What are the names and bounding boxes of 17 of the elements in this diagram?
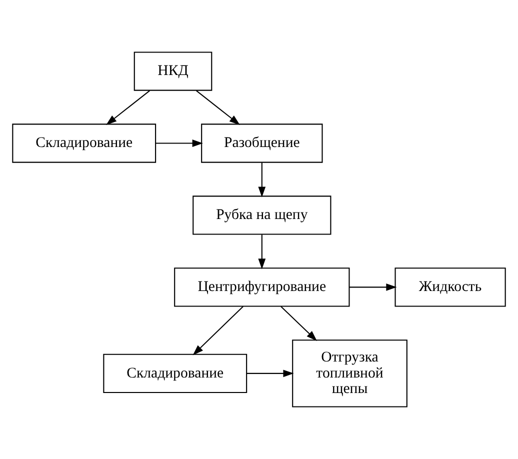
arrow [246, 370, 294, 378]
arrow [196, 90, 240, 125]
arrow [258, 234, 266, 270]
arrow [192, 306, 244, 356]
node-box: Складирование [103, 354, 248, 393]
arrow [156, 140, 203, 147]
node-box: Жидкость [394, 268, 506, 307]
node-box: НКД [134, 52, 212, 91]
node-box: Рубка на щепу [192, 196, 332, 235]
node-box: Складирование [12, 124, 156, 163]
node-box: Разобщение [201, 124, 323, 163]
arrow [258, 162, 266, 198]
arrow [106, 90, 150, 125]
node-box: Отгрузка топливной щепы [292, 340, 408, 408]
arrow [349, 283, 397, 291]
arrow [280, 306, 317, 342]
node-box: Центрифугирование [174, 268, 350, 307]
